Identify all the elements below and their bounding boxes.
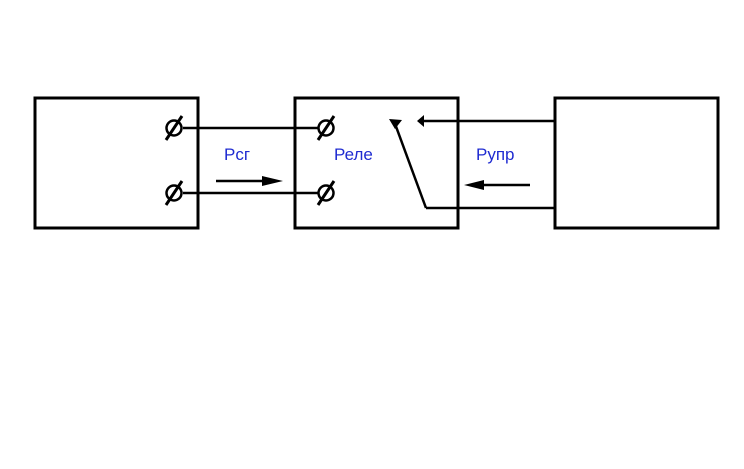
terminal-left-top xyxy=(164,115,184,141)
signal-label: Рсг xyxy=(224,145,250,164)
relay-block xyxy=(293,96,460,230)
right-block xyxy=(553,96,720,230)
relay-switch xyxy=(389,115,555,210)
terminal-relay-bottom xyxy=(316,180,336,206)
arrow-left xyxy=(464,180,530,190)
terminal-left-bottom xyxy=(164,180,184,206)
terminal-relay-top xyxy=(316,115,336,141)
arrow-right xyxy=(216,176,283,186)
relay-label: Реле xyxy=(334,145,373,164)
left-block xyxy=(33,96,200,230)
control-label: Рупр xyxy=(476,145,515,164)
